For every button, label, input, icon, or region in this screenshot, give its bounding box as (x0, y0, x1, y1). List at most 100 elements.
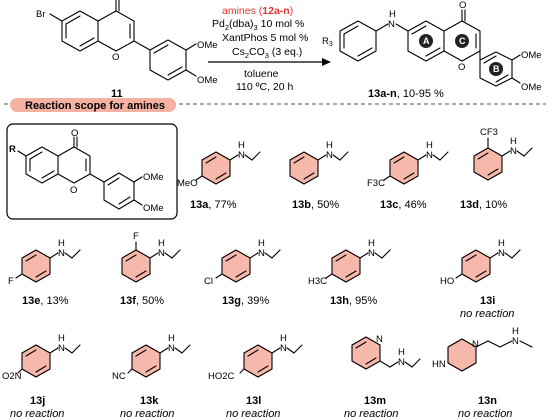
substituent-13k: NC (112, 371, 126, 382)
scope-banner: Reaction scope for amines (4, 98, 546, 112)
core-structure: R O O OMe OMe (6, 123, 178, 220)
scope-entry-13a: NH MeO 13a, 77% (177, 140, 261, 211)
scope-entry-13c: NH F3C 13c, 46% (367, 140, 449, 211)
arrow-head (322, 58, 331, 66)
status-13j: no reaction (10, 408, 64, 419)
svg-text:N: N (58, 248, 65, 259)
product-o-ketone: O (459, 0, 466, 11)
label-13j: 13j (30, 395, 45, 407)
reactant-label: 11 (111, 88, 123, 100)
svg-text:H: H (158, 238, 165, 249)
scope-entry-13g: Cl NH 13g, 39% (204, 238, 281, 307)
reactant-o-ring: O (112, 52, 119, 63)
reagent-line: amines (12a-n) (222, 5, 293, 17)
svg-text:N: N (498, 248, 505, 259)
svg-text:H: H (258, 238, 265, 249)
svg-text:H: H (426, 140, 433, 151)
label-13i: 13i (480, 295, 495, 307)
label-13a: 13a, 77% (190, 199, 237, 211)
scope-entry-13h: NH H3C 13h, 95% (308, 238, 391, 307)
reactant-ome2: OMe (197, 75, 218, 86)
svg-text:N: N (158, 248, 165, 259)
substituent-13c: F3C (367, 178, 385, 189)
substituent-13a: MeO (177, 178, 198, 189)
base-line: Cs2CO3 (3 eq.) (232, 46, 302, 60)
substituent-13j: O2N (2, 371, 22, 382)
svg-text:N: N (426, 150, 433, 161)
reactant-11: Br O O OMe OMe 11 (36, 0, 218, 100)
product-13: N H R3 O O OMe OMe A C B 13a-n, 10-95 % (322, 0, 542, 100)
scope-entry-13f: NH F 13f, 50% (120, 231, 181, 307)
substituent-13f: F (133, 231, 139, 242)
svg-text:N: N (280, 343, 287, 354)
status-13k: no reaction (120, 408, 174, 419)
svg-text:H: H (280, 333, 287, 344)
substituent-13g: Cl (204, 276, 213, 287)
svg-text:N: N (168, 343, 175, 354)
product-r3: R3 (322, 36, 333, 48)
ring-b-label: B (493, 64, 500, 74)
svg-text:N: N (326, 150, 333, 161)
svg-text:N: N (398, 357, 405, 368)
label-13n: 13n (478, 395, 497, 407)
label-13c: 13c, 46% (380, 199, 427, 211)
product-o-ring: O (458, 62, 465, 73)
svg-text:H: H (498, 238, 505, 249)
svg-text:N: N (472, 339, 479, 350)
product-ome2: OMe (521, 82, 542, 93)
label-13e: 13e, 13% (22, 295, 69, 307)
scope-entry-13l: NH HO2C 13l no reaction (208, 333, 303, 419)
scope-title-pill (10, 98, 176, 112)
substituent-13e: F (8, 276, 14, 287)
label-13l: 13l (246, 395, 261, 407)
scope-entry-13b: NH 13b, 50% (289, 140, 349, 211)
solvent: toluene (244, 68, 279, 80)
status-13l: no reaction (226, 408, 280, 419)
scope-entry-13e: NH F 13e, 13% (8, 238, 81, 307)
substituent-13i: HO (440, 276, 454, 287)
label-13d: 13d, 10% (460, 199, 507, 211)
reactant-ome1: OMe (197, 40, 218, 51)
substituent-13m: N (376, 334, 383, 345)
ring-b-marker (489, 62, 503, 76)
scope-entry-13j: NH O2N 13j no reaction (2, 333, 81, 419)
temperature-time: 110 ºC, 20 h (236, 81, 294, 93)
label-13k: 13k (140, 395, 159, 407)
product-h: H (389, 9, 396, 20)
core-ome2: OMe (143, 203, 164, 214)
core-r: R (9, 144, 16, 155)
reactant-o-ketone: O (113, 0, 120, 2)
label-13f: 13f, 50% (120, 295, 164, 307)
substituent-13h: H3C (308, 276, 327, 287)
svg-text:N: N (58, 343, 65, 354)
svg-text:H: H (58, 333, 65, 344)
catalyst-line: Pd2(dba)3 10 mol % (212, 18, 304, 32)
svg-text:H: H (512, 326, 519, 337)
scope-title: Reaction scope for amines (25, 100, 165, 112)
status-13i: no reaction (460, 308, 514, 320)
substituent-13d: CF3 (480, 127, 498, 138)
scope-entry-13n: N NH HN 13n no reaction (432, 326, 533, 419)
label-13h: 13h, 95% (330, 295, 377, 307)
svg-text:N: N (510, 146, 517, 157)
svg-text:H: H (368, 238, 375, 249)
svg-text:H: H (238, 140, 245, 151)
ligand-line: XantPhos 5 mol % (222, 32, 308, 44)
product-ome1: OMe (521, 50, 542, 61)
status-13m: no reaction (344, 408, 398, 419)
label-13m: 13m (364, 395, 386, 407)
substituent-13l: HO2C (208, 371, 235, 382)
svg-text:N: N (238, 150, 245, 161)
core-o-ring: O (70, 185, 77, 196)
svg-text:H: H (398, 347, 405, 358)
svg-text:N: N (258, 248, 265, 259)
svg-text:H: H (168, 333, 175, 344)
core-ome1: OMe (143, 172, 164, 183)
svg-text:N: N (368, 248, 375, 259)
status-13n: no reaction (458, 408, 512, 419)
scope-entry-13k: NH NC 13k no reaction (112, 333, 191, 419)
reactant-br: Br (36, 9, 46, 20)
svg-text:H: H (510, 136, 517, 147)
reaction-arrow-block: amines (12a-n) Pd2(dba)3 10 mol % XantPh… (208, 5, 331, 93)
